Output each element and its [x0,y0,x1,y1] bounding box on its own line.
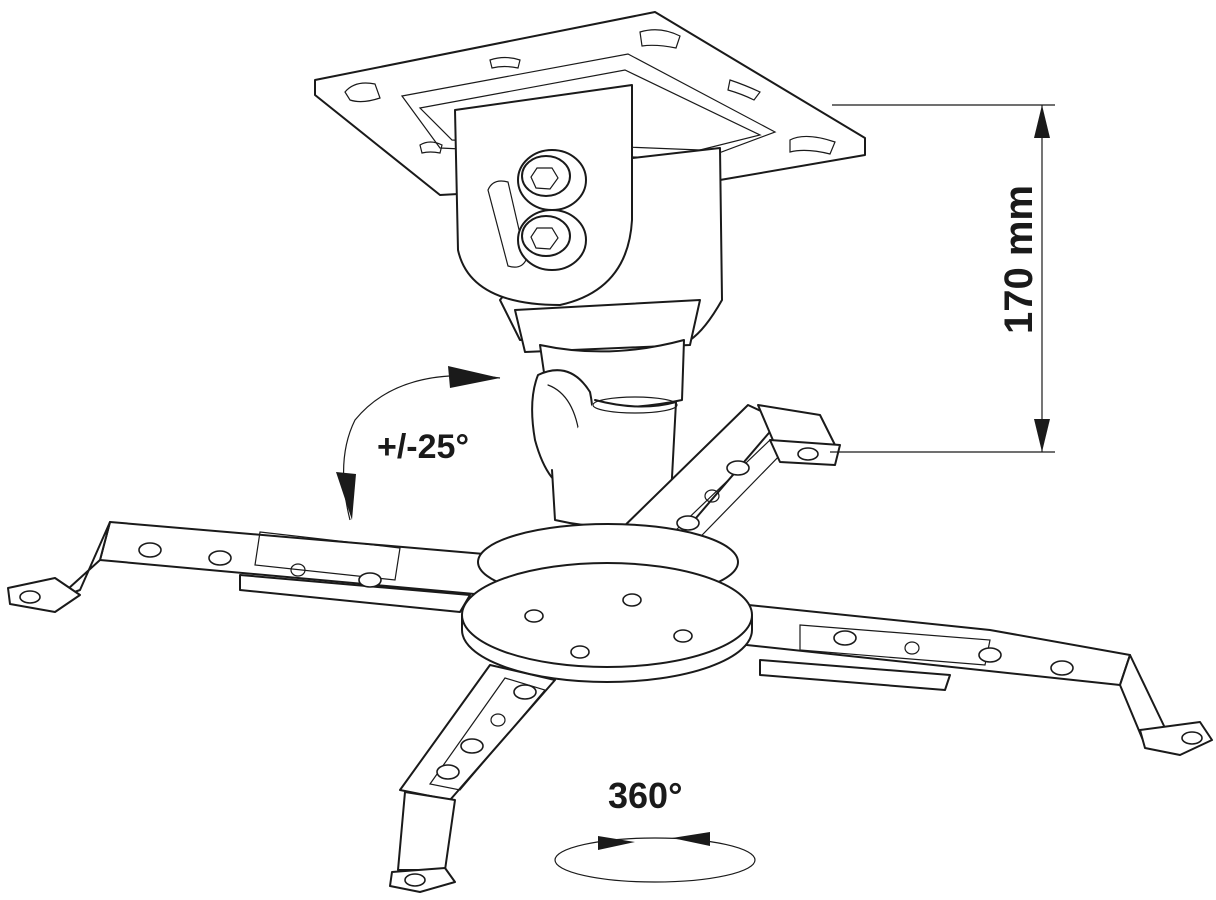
tilt-arrow-bottom [336,472,356,520]
arm-front [389,664,556,893]
tilt-range-label: +/-25° [377,428,469,466]
arm-left [7,521,556,613]
center-disc [461,523,753,683]
bolt-upper [517,149,587,211]
tilt-indicator: +/-25° [336,366,501,521]
bolt-lower [517,209,587,271]
dimension-arrow-top [1034,105,1050,138]
tilt-arrow-top [448,366,500,388]
dimension-arrow-bottom [1034,419,1050,452]
arm-right [699,599,1213,756]
height-dimension: 170 mm [830,104,1055,453]
mount-arms [7,404,1213,893]
rotation-range-label: 360° [608,775,682,816]
tilt-bracket [454,84,723,528]
rotation-arrow-right [672,832,710,846]
rotation-arrow-left [598,836,635,850]
height-dimension-label: 170 mm [997,185,1041,334]
rotation-indicator: 360° [554,775,756,883]
